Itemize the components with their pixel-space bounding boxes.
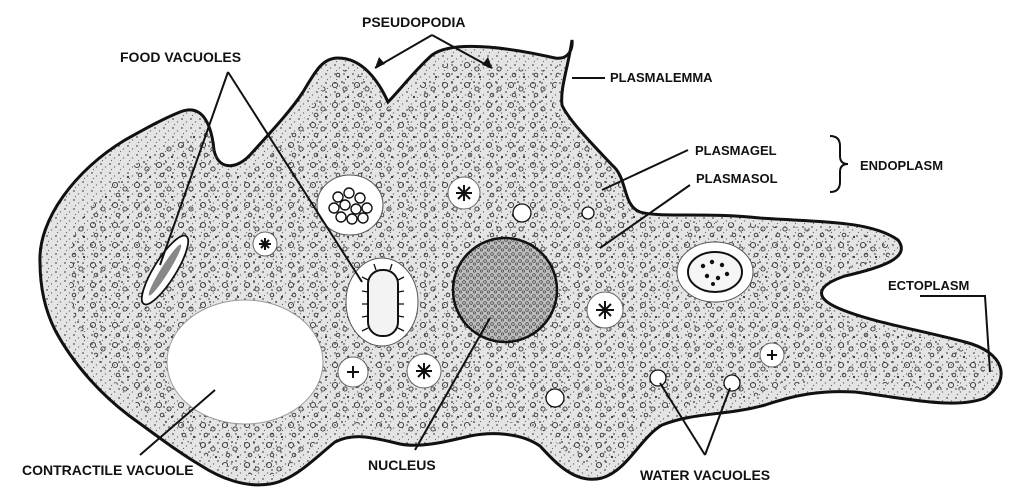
label-plasmagel: PLASMAGEL bbox=[695, 143, 777, 158]
nucleus bbox=[453, 238, 557, 342]
label-plasmalemma: PLASMALEMMA bbox=[610, 70, 713, 85]
label-ectoplasm: ECTOPLASM bbox=[888, 278, 969, 293]
food-vacuole-center bbox=[346, 258, 418, 346]
label-food-vacuoles: FOOD VACUOLES bbox=[120, 49, 241, 65]
label-pseudopodia: PSEUDOPODIA bbox=[362, 14, 465, 30]
food-vacuole-right bbox=[677, 242, 753, 302]
label-water-vacuoles: WATER VACUOLES bbox=[640, 467, 770, 483]
label-contractile-vacuole: CONTRACTILE VACUOLE bbox=[22, 462, 194, 478]
contractile-vacuole bbox=[167, 300, 323, 424]
label-endoplasm: ENDOPLASM bbox=[860, 158, 943, 173]
label-nucleus: NUCLEUS bbox=[368, 457, 436, 473]
label-plasmasol: PLASMASOL bbox=[696, 171, 778, 186]
